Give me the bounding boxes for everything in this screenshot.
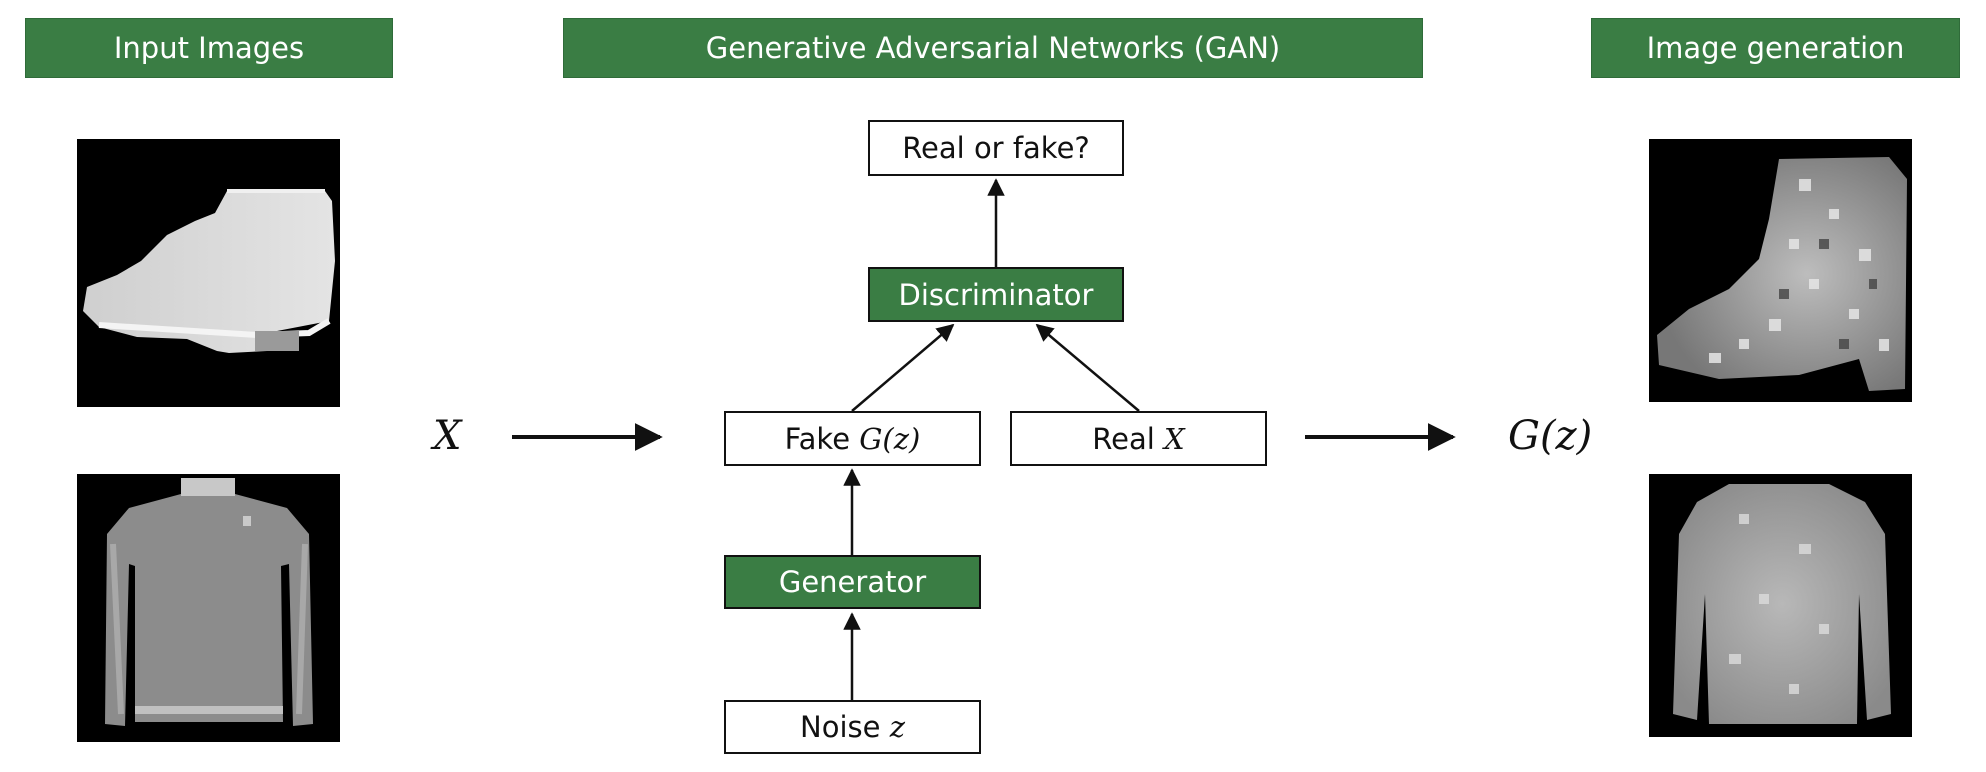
fake-gz-var: G(z) (859, 421, 921, 456)
fake-gz-box: Fake G(z) (724, 411, 981, 466)
input-image-sweater (77, 474, 340, 742)
real-x-box: Real X (1010, 411, 1267, 466)
discriminator-box: Discriminator (868, 267, 1124, 322)
noise-z-box: Noise z (724, 700, 981, 754)
arrow-real-to-discriminator (1035, 323, 1140, 412)
noise-z-var: z (889, 710, 905, 744)
sweater-image-generated (1649, 474, 1912, 737)
input-image-boot (77, 139, 340, 407)
generator-box: Generator (724, 555, 981, 609)
arrow-fake-to-discriminator (851, 323, 955, 412)
real-or-fake-label: Real or fake? (902, 131, 1090, 165)
x-label: X (433, 413, 462, 459)
real-or-fake-box: Real or fake? (868, 120, 1124, 176)
generated-image-boot (1649, 139, 1912, 402)
generator-label: Generator (778, 565, 927, 599)
generated-image-sweater (1649, 474, 1912, 737)
sweater-image-input (77, 474, 340, 742)
fake-label: Fake (784, 421, 851, 456)
boot-image-input (77, 139, 340, 407)
image-generation-header: Image generation (1591, 18, 1960, 78)
real-x-var: X (1164, 421, 1185, 456)
noise-label: Noise (800, 710, 881, 744)
gz-label: G(z) (1508, 413, 1593, 459)
discriminator-label: Discriminator (898, 277, 1094, 312)
input-images-header: Input Images (25, 18, 393, 78)
gan-header: Generative Adversarial Networks (GAN) (563, 18, 1423, 78)
boot-image-generated (1649, 139, 1912, 402)
real-label: Real (1092, 421, 1155, 456)
